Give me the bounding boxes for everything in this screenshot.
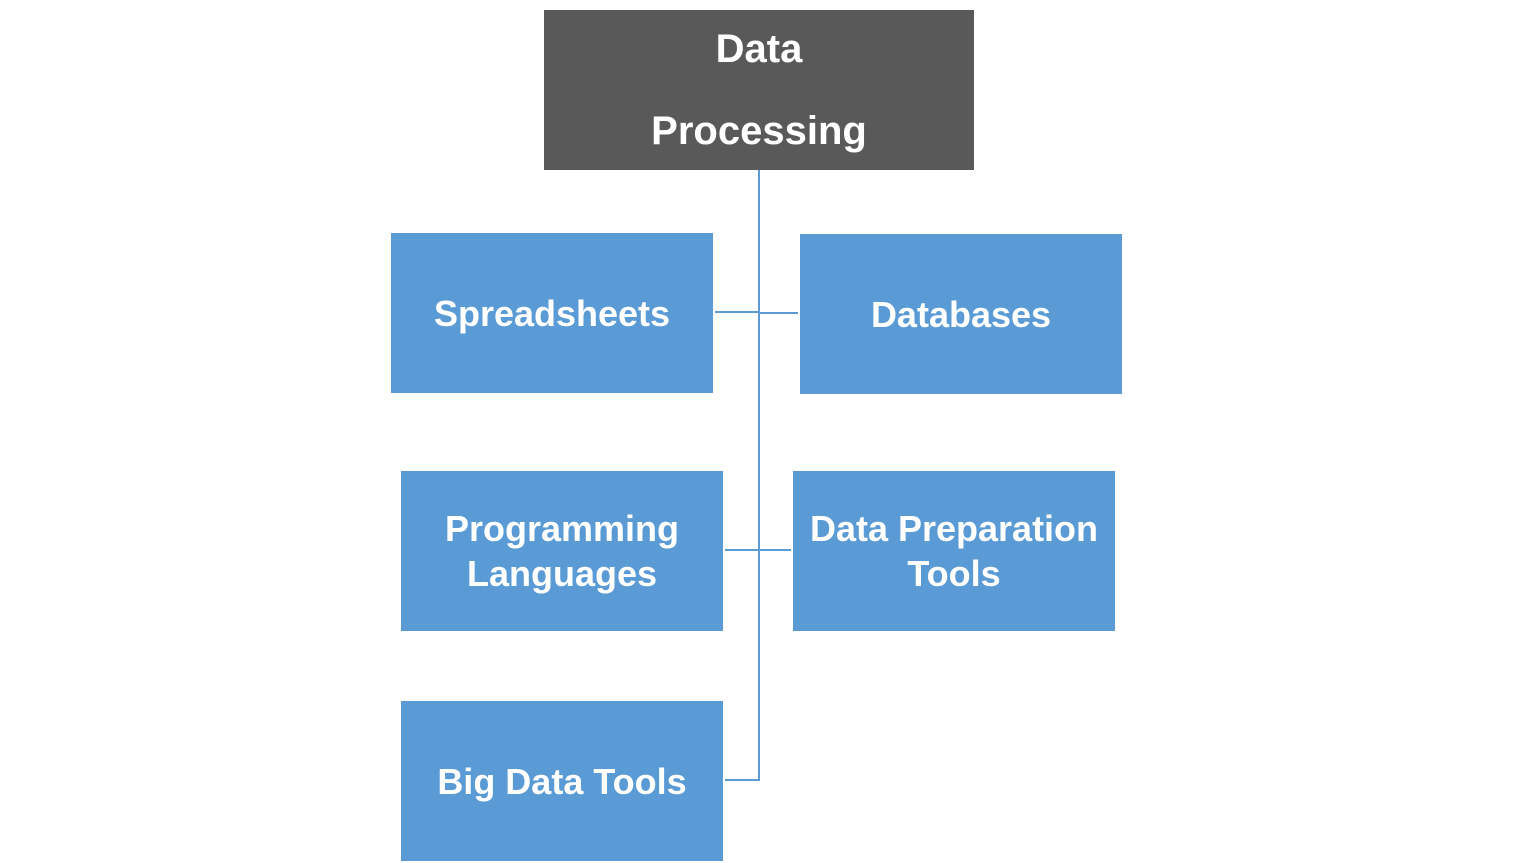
node-label-spreadsheets: Spreadsheets: [433, 292, 671, 334]
root-label-line2: Processing: [651, 109, 867, 153]
node-spreadsheets: Spreadsheets: [391, 233, 713, 393]
node-big-data-tools: Big Data Tools: [401, 701, 723, 861]
root-label-line1: Data: [715, 27, 803, 71]
node-label-programming-line1: Programming: [444, 508, 680, 549]
node-label-databases: Databases: [870, 293, 1052, 335]
node-label-big-data: Big Data Tools: [437, 760, 687, 802]
node-label-data-preparation-line2: Tools: [907, 553, 1001, 594]
root-node-data-processing: Data Processing: [544, 10, 974, 170]
node-databases: Databases: [800, 234, 1122, 394]
node-label-programming-line2: Languages: [466, 553, 658, 594]
node-data-preparation-tools: Data Preparation Tools: [793, 471, 1115, 631]
node-programming-languages: Programming Languages: [401, 471, 723, 631]
node-label-data-preparation-line1: Data Preparation: [809, 508, 1099, 549]
